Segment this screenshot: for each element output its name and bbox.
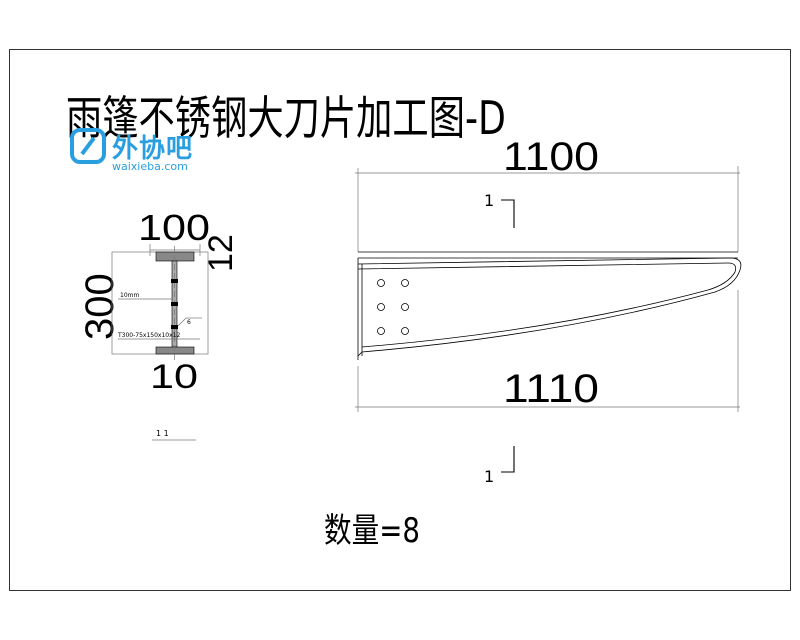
section-mark-top	[501, 199, 515, 228]
section-caption: 1 1	[156, 429, 169, 438]
dim-section-width: 100	[138, 207, 210, 248]
drawing-frame	[9, 49, 791, 591]
section-mark-top-number: 1	[484, 191, 494, 210]
section-view: 100 12 300 10mm 6 T300-75x150x10x12 10	[78, 207, 240, 441]
bolt-hole	[377, 279, 385, 287]
bolt-hole	[401, 327, 409, 335]
note-weld: 6	[187, 319, 191, 326]
section-mark-bottom-number: 1	[484, 467, 494, 486]
note-spec: T300-75x150x10x12	[117, 332, 180, 339]
section-top-flange	[155, 251, 195, 262]
blade-profile	[357, 257, 742, 357]
dim-bottom-length: 1110	[503, 367, 599, 411]
watermark-url: waixieba.com	[112, 160, 188, 173]
quantity-label: 数量=8	[324, 511, 420, 551]
section-mark-bottom	[501, 446, 515, 473]
watermark-logo: 外协吧 waixieba.com	[70, 126, 220, 174]
bolt-hole	[401, 303, 409, 311]
drawing-title: 雨篷不锈钢大刀片加工图-D	[66, 91, 506, 145]
note-plate: 10mm	[120, 292, 139, 299]
watermark-name: 外协吧	[112, 134, 194, 164]
dim-section-web: 10	[150, 358, 198, 396]
elevation-view: 1100 1 1110 1	[355, 135, 742, 486]
bolt-hole	[377, 303, 385, 311]
watermark-logo-icon	[70, 128, 106, 164]
bolt-hole	[377, 327, 385, 335]
dim-top-length: 1100	[503, 135, 599, 179]
section-bottom-flange	[155, 346, 195, 355]
bolt-hole	[401, 279, 409, 287]
dim-section-height: 300	[78, 273, 122, 340]
